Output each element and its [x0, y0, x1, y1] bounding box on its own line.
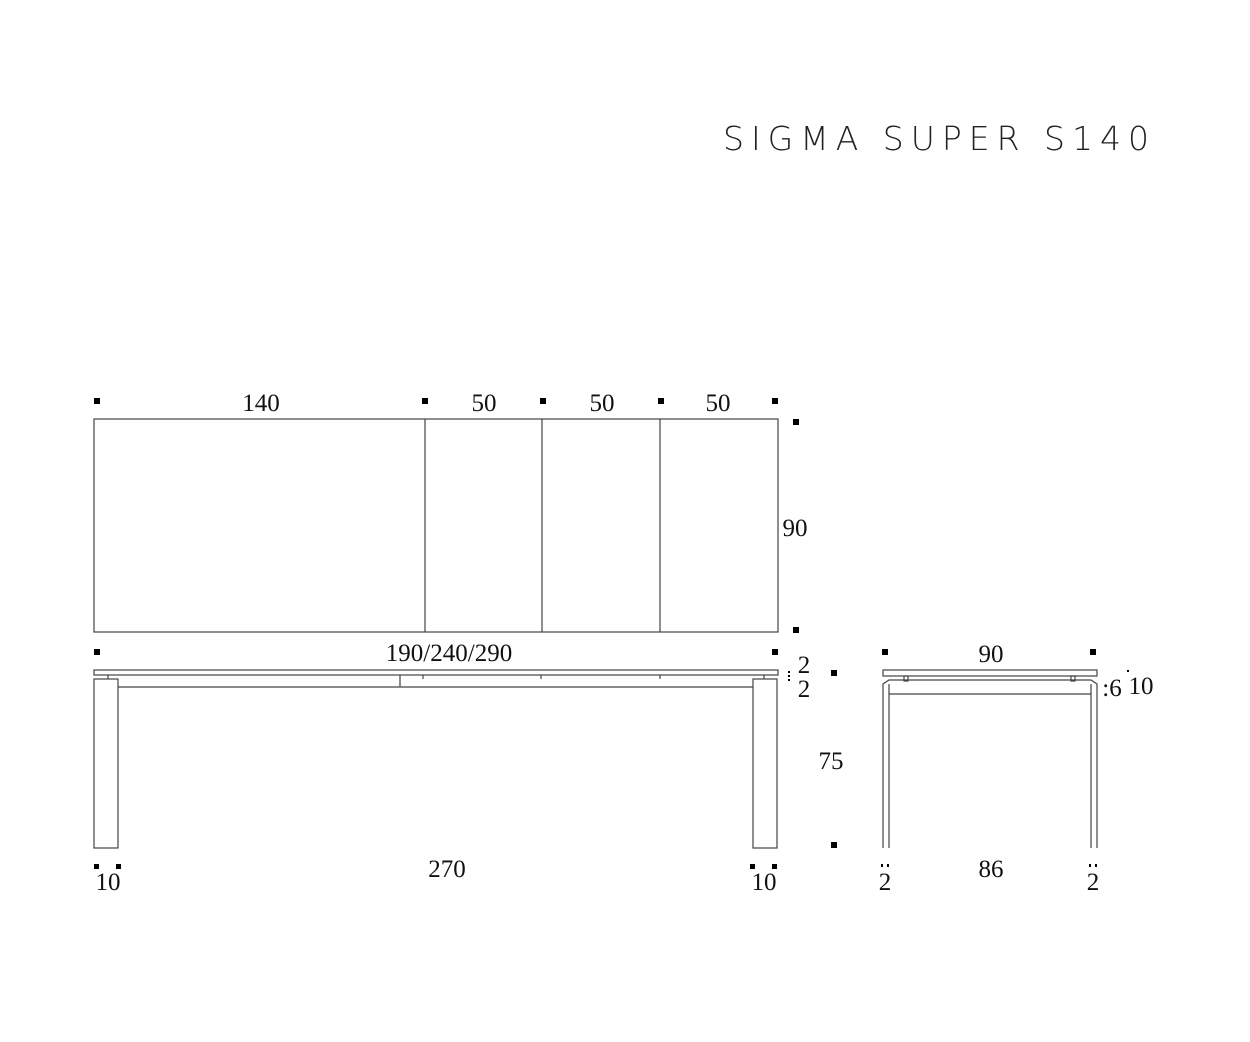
dimension-markers [94, 670, 837, 869]
apron-label: :6 [1102, 675, 1121, 702]
tabletop-edge [882, 669, 1098, 677]
segment-label: 50 [590, 390, 615, 417]
tabletop-edge [93, 669, 779, 676]
side-view: 2 2 75 10 270 10 [93, 652, 844, 896]
dimension-markers [881, 649, 1129, 867]
width-label: 90 [979, 641, 1004, 668]
left-leg-label: 10 [96, 869, 121, 896]
end-view: 90 :6 10 2 86 2 [879, 641, 1154, 896]
right-leg-label: 10 [752, 869, 777, 896]
top-view: 140 50 50 50 90 190/240/290 [93, 390, 808, 667]
segment-label: 140 [242, 390, 280, 417]
right-leg [752, 678, 778, 849]
total-length-label: 190/240/290 [386, 640, 512, 667]
top-thickness-label: 2 [798, 652, 811, 679]
segment-label: 50 [472, 390, 497, 417]
leg-span-label: 270 [428, 856, 466, 883]
right-leg-label: 2 [1087, 869, 1100, 896]
frame [882, 679, 1098, 848]
apron-thickness-label: 2 [798, 676, 811, 703]
height-label: 75 [819, 748, 844, 775]
tabletop-outline [93, 418, 779, 633]
product-title: SIGMA SUPER S140 [723, 119, 1156, 158]
leg-span-label: 86 [979, 856, 1004, 883]
apron-height-label: 10 [1129, 673, 1154, 700]
segment-label: 50 [706, 390, 731, 417]
depth-label: 90 [783, 515, 808, 542]
left-leg-label: 2 [879, 869, 892, 896]
dimension-markers [94, 398, 799, 655]
left-leg [93, 678, 119, 849]
